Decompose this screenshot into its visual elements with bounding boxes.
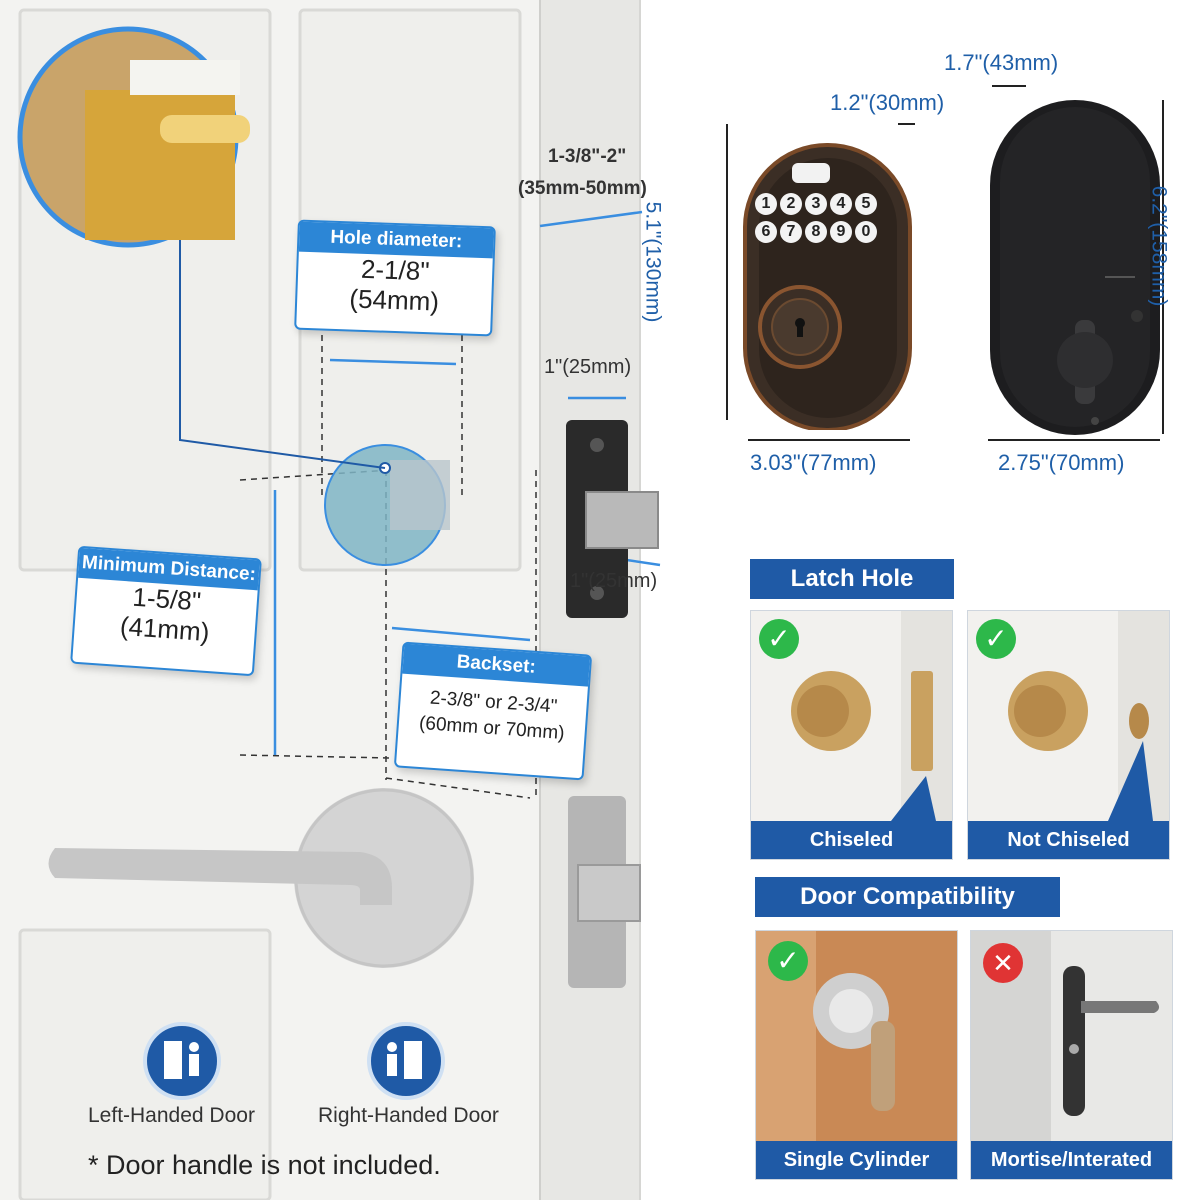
keyhole-icon	[758, 285, 842, 369]
mortise-tile: ✕ Mortise/Interated	[970, 930, 1173, 1180]
single-cylinder-tile: ✓ Single Cylinder	[755, 930, 958, 1180]
key-6[interactable]: 6	[755, 221, 777, 243]
lock-dimension-lines	[726, 85, 1164, 441]
check-icon: ✓	[768, 941, 808, 981]
key-8[interactable]: 8	[805, 221, 827, 243]
door-thickness-line2: (35mm-50mm)	[518, 178, 647, 199]
left-handed-door-icon	[143, 1022, 221, 1100]
not-chiseled-caption: Not Chiseled	[968, 821, 1169, 859]
keypad-row-2: 6 7 8 9 0	[755, 221, 885, 243]
key-0[interactable]: 0	[855, 221, 877, 243]
door-compatibility-title: Door Compatibility	[755, 877, 1060, 917]
chiseled-caption: Chiseled	[751, 821, 952, 859]
cross-icon: ✕	[983, 943, 1023, 983]
latch-hole-title: Latch Hole	[750, 559, 954, 599]
key-5[interactable]: 5	[855, 193, 877, 215]
door-scene	[0, 0, 661, 1200]
key-9[interactable]: 9	[830, 221, 852, 243]
mortise-caption: Mortise/Interated	[971, 1141, 1172, 1179]
right-handed-door-icon	[367, 1022, 445, 1100]
latch-hole-not-chiseled-tile: ✓ Not Chiseled	[967, 610, 1170, 860]
hole-diameter-metric: (54mm)	[348, 283, 440, 317]
key-3[interactable]: 3	[805, 193, 827, 215]
single-cylinder-caption: Single Cylinder	[756, 1141, 957, 1179]
latch-hole-chiseled-tile: ✓ Chiseled	[750, 610, 953, 860]
backset-label: Backset: 2-3/8" or 2-3/4" (60mm or 70mm)	[393, 641, 593, 781]
interior-lock	[990, 100, 1160, 435]
interior-height-dimension: 6.2"(158mm)	[1147, 185, 1171, 307]
key-7[interactable]: 7	[780, 221, 802, 243]
right-handed-door-label: Right-Handed Door	[318, 1104, 499, 1127]
keypad-row-1: 1 2 3 4 5	[755, 193, 885, 215]
exterior-height-dimension: 5.1"(130mm)	[641, 201, 665, 323]
hole-diameter-label: Hole diameter: 2-1/8" (54mm)	[294, 219, 496, 337]
left-handed-door-label: Left-Handed Door	[88, 1104, 255, 1127]
check-icon: ✓	[976, 619, 1016, 659]
key-2[interactable]: 2	[780, 193, 802, 215]
key-4[interactable]: 4	[830, 193, 852, 215]
latch-depth-dimension: 1"(25mm)	[570, 570, 658, 592]
latch-width-dimension: 1"(25mm)	[544, 356, 632, 378]
keypad: 1 2 3 4 5 6 7 8 9 0	[755, 193, 885, 243]
check-icon: ✓	[759, 619, 799, 659]
handle-not-included-note: * Door handle is not included.	[88, 1150, 441, 1180]
interior-depth-dimension: 1.7"(43mm)	[944, 50, 1059, 75]
door-thickness-line1: 1-3/8"-2"	[548, 146, 627, 167]
not-chiseled-door-image	[968, 611, 1169, 859]
key-1[interactable]: 1	[755, 193, 777, 215]
interior-width-dimension: 2.75"(70mm)	[998, 450, 1125, 475]
minimum-distance-label: Minimum Distance: 1-5/8" (41mm)	[70, 545, 262, 677]
exterior-depth-dimension: 1.2"(30mm)	[830, 90, 945, 115]
exterior-width-dimension: 3.03"(77mm)	[750, 450, 877, 475]
